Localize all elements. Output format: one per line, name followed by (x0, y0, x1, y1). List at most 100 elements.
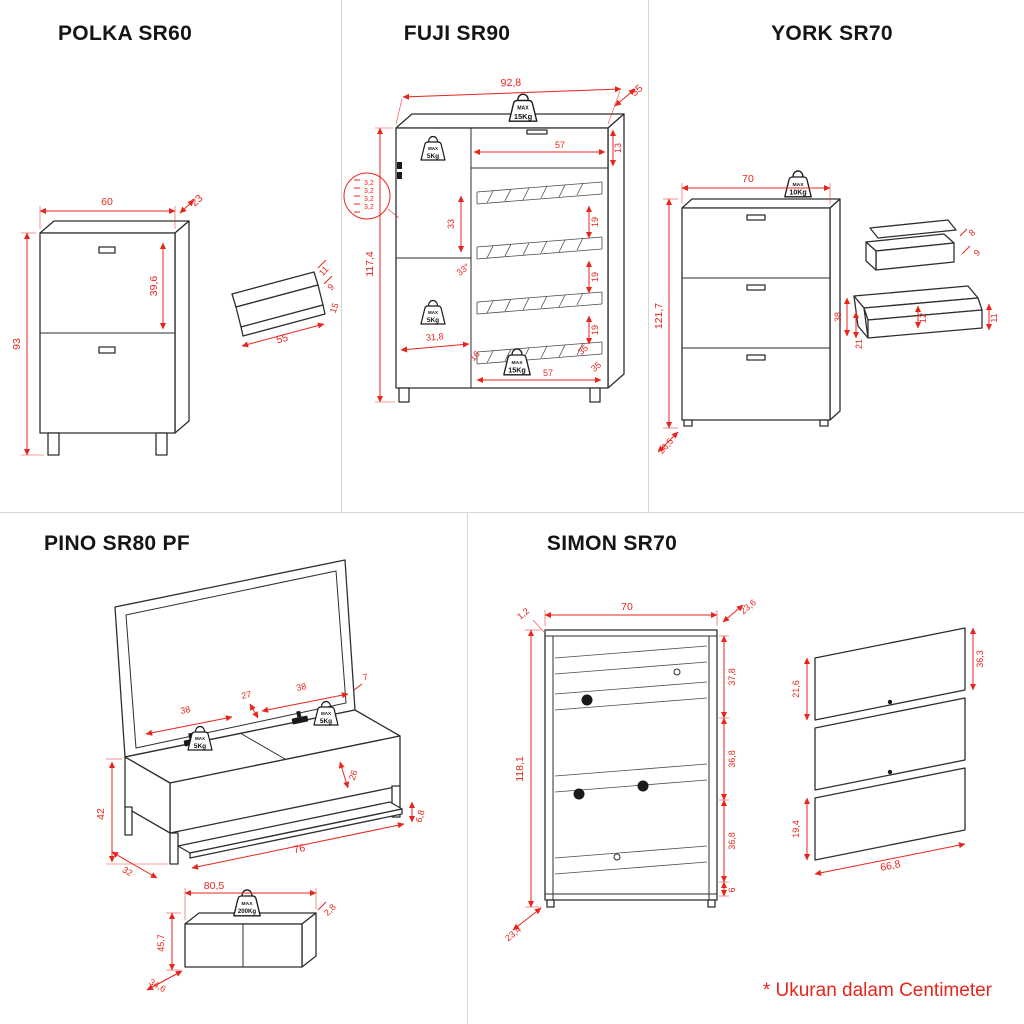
svg-text:MAX: MAX (428, 146, 438, 151)
pino-dimensions: 42 38 27 38 7 26 76 6,8 32 80 (95, 672, 427, 994)
polka-cabinet (39, 220, 190, 456)
fuji-dimensions: 92,8 35 117,4 57 13 3,2 3,2 3,2 (343, 77, 646, 403)
pino-dim-bench-depth: 34,6 (147, 977, 167, 994)
polka-dim-tray-d1: 11 (317, 264, 331, 278)
simon-cabinet (544, 629, 718, 908)
york-dim-large-d: 11 (989, 313, 999, 322)
fuji-dim-height: 117,4 (364, 251, 376, 277)
panel-simon: SIMON SR70 (467, 512, 1024, 1024)
fuji-dim-gap2: 3,2 (364, 188, 374, 195)
fuji-weight-top: MAX 15Kg (508, 93, 538, 122)
york-dim-depth: 26,5 (656, 436, 675, 456)
york-dim-small-a: 8 (967, 227, 977, 238)
york-dim-width: 70 (742, 173, 754, 185)
simon-dim-depth: 23,6 (738, 597, 758, 616)
svg-text:5Kg: 5Kg (427, 317, 439, 324)
fuji-dim-space3: 19 (590, 325, 600, 335)
york-dim-large-b: 21 (854, 339, 864, 349)
york-weight-top: MAX 10Kg (784, 170, 812, 198)
pino-dim-depth: 32 (121, 865, 135, 879)
footer-note: * Ukuran dalam Centimeter (762, 980, 992, 1001)
panel-pino: PINO SR80 PF (0, 512, 467, 1024)
pino-weight-left: MAX 5Kg (187, 725, 213, 751)
polka-dim-tray-d2: 9 (325, 282, 336, 292)
simon-dim-panel-a: 21,6 (791, 680, 801, 698)
pino-dim-comp-right: 38 (295, 681, 307, 693)
pino-weight-bench: MAX 200Kg (233, 889, 261, 917)
fuji-dim-depth-a: 35 (576, 343, 590, 357)
divider-horizontal (0, 512, 1024, 513)
pino-weight-right: MAX 5Kg (313, 700, 339, 726)
polka-dim-tray-width: 55 (275, 332, 290, 347)
fuji-weight-bottom: MAX 15Kg (503, 348, 531, 376)
york-dim-large-c: 12 (918, 313, 928, 323)
pino-dim-height: 42 (95, 808, 107, 820)
simon-dim-panel-width: 66,8 (879, 858, 902, 874)
polka-dimensions: 60 23 93 39,6 55 11 9 15 (11, 192, 341, 456)
pino-bench-closed (184, 912, 317, 968)
svg-text:MAX: MAX (428, 310, 438, 315)
pino-dim-comp-mid: 27 (240, 689, 252, 701)
york-dimensions: 70 121,7 26,5 8 9 38 21 12 11 (653, 173, 999, 456)
pino-drawing: MAX 5Kg MAX 5Kg MAX 200Kg (95, 559, 427, 994)
fuji-dim-gap3: 3,2 (364, 196, 374, 203)
svg-text:10Kg: 10Kg (789, 189, 806, 197)
fuji-dim-gap4: 3,2 (364, 204, 374, 211)
york-drawing: MAX 10Kg 70 121,7 26,5 8 9 38 (653, 170, 999, 456)
svg-text:MAX: MAX (321, 711, 331, 716)
svg-text:MAX: MAX (195, 736, 205, 741)
fuji-dim-bottom-small: 16 (468, 349, 482, 363)
fuji-dim-drawer-width: 57 (555, 140, 565, 150)
pino-title: PINO SR80 PF (44, 532, 190, 555)
simon-title: SIMON SR70 (546, 532, 678, 555)
pino-dim-lid: 7 (362, 672, 369, 683)
polka-dim-tray-d3: 15 (328, 302, 341, 315)
polka-title: POLKA SR60 (58, 22, 193, 45)
fuji-dim-left-gap: 33 (446, 219, 456, 229)
york-tray-large (853, 285, 983, 339)
fuji-dim-space2: 19 (590, 272, 600, 282)
polka-dim-height: 93 (11, 338, 23, 350)
simon-dim-height: 118,1 (514, 756, 526, 782)
simon-dim-top-thickness: 1,2 (515, 606, 531, 622)
polka-drawing: 60 23 93 39,6 55 11 9 15 (11, 192, 341, 456)
svg-text:200Kg: 200Kg (238, 909, 256, 915)
polka-tray-detail (231, 271, 326, 337)
polka-dim-width: 60 (101, 196, 113, 208)
pino-bench-open (114, 559, 403, 865)
simon-dim-sec4: 6 (727, 887, 737, 892)
pino-dim-shelf-depth: 26 (347, 769, 360, 782)
simon-dim-panel-b: 36,3 (975, 650, 985, 668)
pino-dim-shelf-width: 76 (292, 842, 306, 856)
fuji-title: FUJI SR90 (403, 22, 511, 45)
fuji-dim-depth-b: 35 (589, 360, 603, 374)
divider-vertical-1 (341, 0, 342, 512)
pino-dim-comp-left: 38 (179, 704, 191, 716)
divider-vertical-2 (648, 0, 649, 512)
svg-text:5Kg: 5Kg (320, 718, 332, 725)
pino-dim-bench-width: 80,5 (204, 880, 225, 892)
york-tray-small (865, 219, 957, 271)
svg-text:5Kg: 5Kg (194, 743, 206, 750)
polka-dim-inner: 39,6 (148, 276, 160, 297)
panel-polka: POLKA SR60 (0, 0, 341, 512)
simon-dim-sec3: 36,8 (727, 832, 737, 850)
york-dim-large-a: 38 (833, 312, 843, 322)
york-dim-height: 121,7 (653, 303, 665, 329)
pino-dim-bench-height: 45,7 (156, 934, 166, 952)
fuji-cabinet (395, 113, 625, 403)
simon-dim-sec2: 36,8 (727, 750, 737, 768)
simon-dim-base-depth: 23,4 (503, 924, 523, 943)
svg-text:MAX: MAX (512, 360, 524, 366)
svg-text:15Kg: 15Kg (514, 112, 533, 121)
fuji-dim-bottom-left: 31,8 (426, 331, 444, 342)
panel-york: YORK SR70 (648, 0, 1024, 512)
simon-dim-width: 70 (621, 601, 633, 613)
svg-text:MAX: MAX (242, 901, 254, 907)
svg-text:MAX: MAX (793, 182, 805, 188)
polka-dim-depth: 23 (189, 192, 206, 209)
fuji-drawing: MAX 15Kg MAX 5Kg MAX 5Kg MAX 15Kg (343, 77, 646, 403)
fuji-dim-drawer-height: 13 (613, 143, 623, 153)
fuji-dim-space1: 19 (590, 217, 600, 227)
